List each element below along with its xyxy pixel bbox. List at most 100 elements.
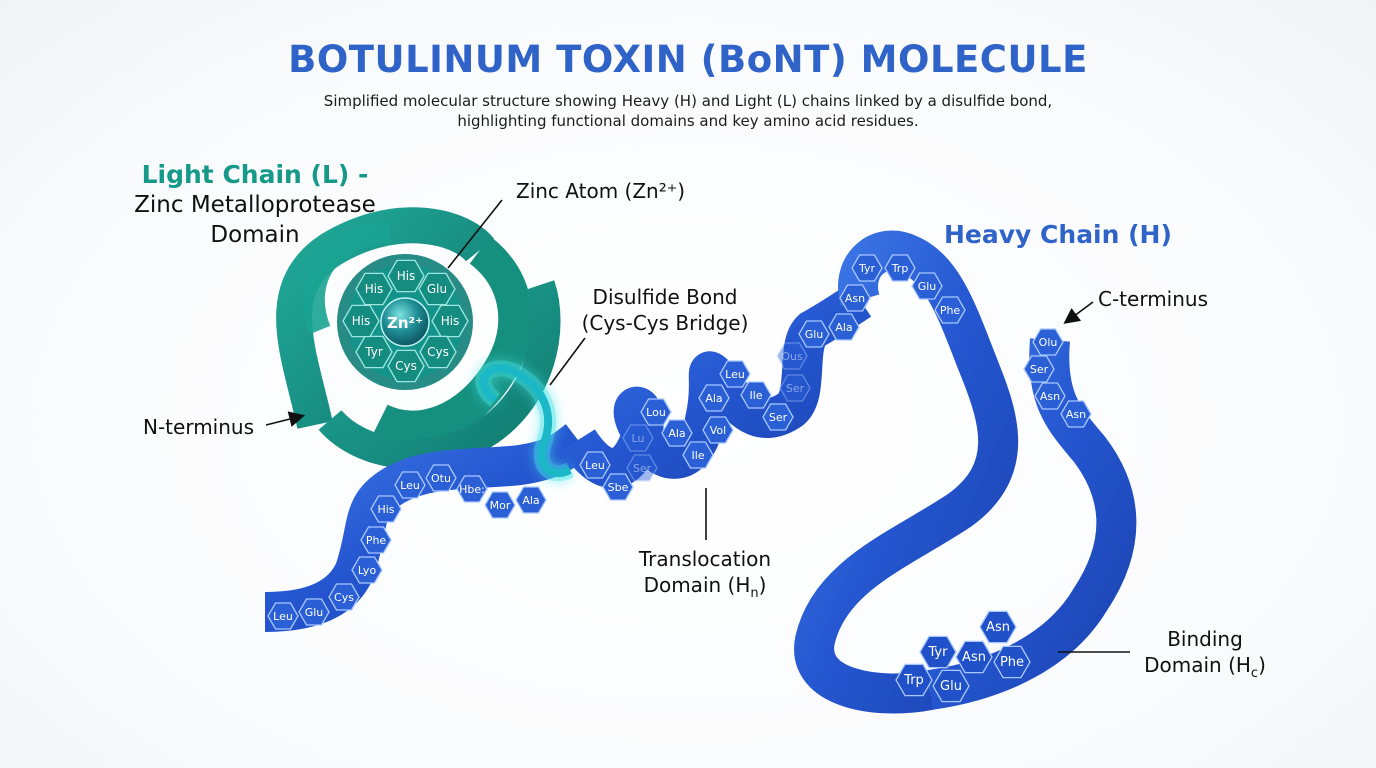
- residue-label: Tyr: [364, 345, 383, 359]
- residue-hexagon: [884, 254, 916, 282]
- residue-hexagon: [851, 254, 883, 282]
- residue-hexagon: [602, 473, 634, 501]
- translocation-line-2: Domain (H: [643, 573, 751, 597]
- translocation-close: ): [758, 573, 767, 597]
- disulfide-label: Disulfide Bond (Cys-Cys Bridge): [560, 284, 770, 336]
- n-terminus-label: N-terminus: [143, 415, 255, 439]
- residue-hexagon: [342, 304, 380, 338]
- residue-hexagon: [387, 349, 425, 383]
- residue-hexagon: [484, 491, 516, 519]
- residue-hexagon: [740, 381, 772, 409]
- disulfide-line-2: (Cys-Cys Bridge): [581, 311, 749, 335]
- page-title: BOTULINUM TOXIN (BoNT) MOLECULE: [288, 38, 1088, 81]
- residue-hexagon: [839, 284, 871, 312]
- residue-hexagon: [640, 398, 672, 426]
- residue-hexagon: [932, 669, 970, 703]
- residue-label: Ala: [835, 321, 852, 334]
- light-chain-ribbon: [276, 207, 561, 469]
- residue-hexagon: [394, 471, 426, 499]
- residue-hexagon: [425, 464, 457, 492]
- light-chain-title: Light Chain (L) -: [141, 160, 369, 189]
- residue-hexagon: [456, 475, 488, 503]
- pointer-lines: [265, 199, 1130, 653]
- residue-hexagon: [355, 272, 393, 306]
- residue-label: Asn: [1066, 408, 1086, 421]
- residue-hexagon: [979, 610, 1017, 644]
- residue-hexagon: [828, 313, 860, 341]
- residue-hexagon: [360, 526, 392, 554]
- residue-hexagon: [776, 342, 808, 370]
- residue-label: Ile: [691, 449, 704, 462]
- residue-hexagon: [1023, 355, 1055, 383]
- light-chain-line-2: Zinc Metalloprotease: [134, 192, 376, 218]
- residue-label: Tyr: [858, 262, 876, 275]
- zinc-atom: Zn²⁺: [380, 297, 430, 347]
- residue-hexagon: [911, 272, 943, 300]
- residue-hexagon: [1032, 328, 1064, 356]
- residue-label: Glu: [805, 328, 824, 341]
- zinc-center-label: Zn²⁺: [387, 314, 423, 332]
- translocation-sub: n: [750, 586, 759, 601]
- residue-label: Ser: [786, 382, 805, 395]
- residue-label: Leu: [725, 368, 745, 381]
- residue-label: Hbe:: [459, 483, 485, 496]
- residue-label: Asn: [1040, 390, 1060, 403]
- residue-label: Leu: [400, 479, 420, 492]
- residue-label: Phe: [940, 304, 961, 317]
- residue-label: Cys: [334, 591, 354, 604]
- residue-label: Ser: [633, 462, 652, 475]
- residue-label: Tyr: [928, 645, 949, 660]
- residue-label: Asn: [962, 650, 986, 665]
- binding-close: ): [1258, 653, 1266, 677]
- residue-hexagon: [298, 598, 330, 626]
- residue-hexagon: [1034, 382, 1066, 410]
- disulfide-line-1: Disulfide Bond: [592, 285, 738, 309]
- binding-label: Binding Domain (Hc): [1130, 626, 1280, 687]
- residue-hexagon: [919, 635, 957, 669]
- residue-hexagon: [355, 335, 393, 369]
- residue-hexagon: [698, 384, 730, 412]
- residue-hexagon: [370, 495, 402, 523]
- residue-label: Ile: [749, 389, 762, 402]
- residue-label: Vol: [710, 424, 726, 437]
- residue-label: His: [377, 503, 394, 516]
- residue-label: Phe: [1000, 655, 1024, 670]
- c-terminus-arrow: [1063, 301, 1094, 324]
- residue-label: His: [397, 269, 416, 283]
- residue-hexagon: [661, 419, 693, 447]
- residue-label: His: [441, 314, 460, 328]
- residue-label: Lu: [632, 432, 645, 445]
- translocation-residues: LeuSbeLouAlaIleAlaVolLeuIleSerGluAlaAsnT…: [579, 254, 966, 501]
- residue-label: Phe: [366, 534, 387, 547]
- residue-hexagon: [798, 320, 830, 348]
- disulfide-pointer: [549, 337, 586, 386]
- residue-label: Trp: [903, 673, 924, 688]
- residue-label: Asn: [845, 292, 865, 305]
- c-terminus-label: C-terminus: [1098, 287, 1209, 311]
- residue-hexagon: [418, 272, 456, 306]
- residue-label: Ala: [705, 392, 722, 405]
- residue-hexagon: [267, 602, 299, 630]
- residue-label: Ala: [522, 494, 539, 507]
- residue-label: Ser: [769, 411, 788, 424]
- residue-label: Otu: [431, 472, 451, 485]
- translocation-label: Translocation Domain (Hn): [620, 546, 790, 607]
- subtitle-line-2: highlighting functional domains and key …: [457, 112, 919, 130]
- residue-hexagon: [895, 663, 933, 697]
- residue-label: Trp: [891, 262, 909, 275]
- zinc-pointer: [447, 199, 503, 269]
- residue-hexagon: [351, 556, 383, 584]
- residue-label: His: [352, 314, 371, 328]
- residue-label: Lou: [646, 406, 666, 419]
- residue-label: Lyo: [358, 564, 377, 577]
- residue-hexagon: [419, 335, 457, 369]
- residue-hexagon: [622, 424, 654, 452]
- disulfide-bridge: [475, 360, 574, 482]
- residue-hexagon: [779, 374, 811, 402]
- binding-line-1: Binding: [1167, 627, 1243, 651]
- residue-label: Sbe: [608, 481, 629, 494]
- residue-hexagon: [579, 451, 611, 479]
